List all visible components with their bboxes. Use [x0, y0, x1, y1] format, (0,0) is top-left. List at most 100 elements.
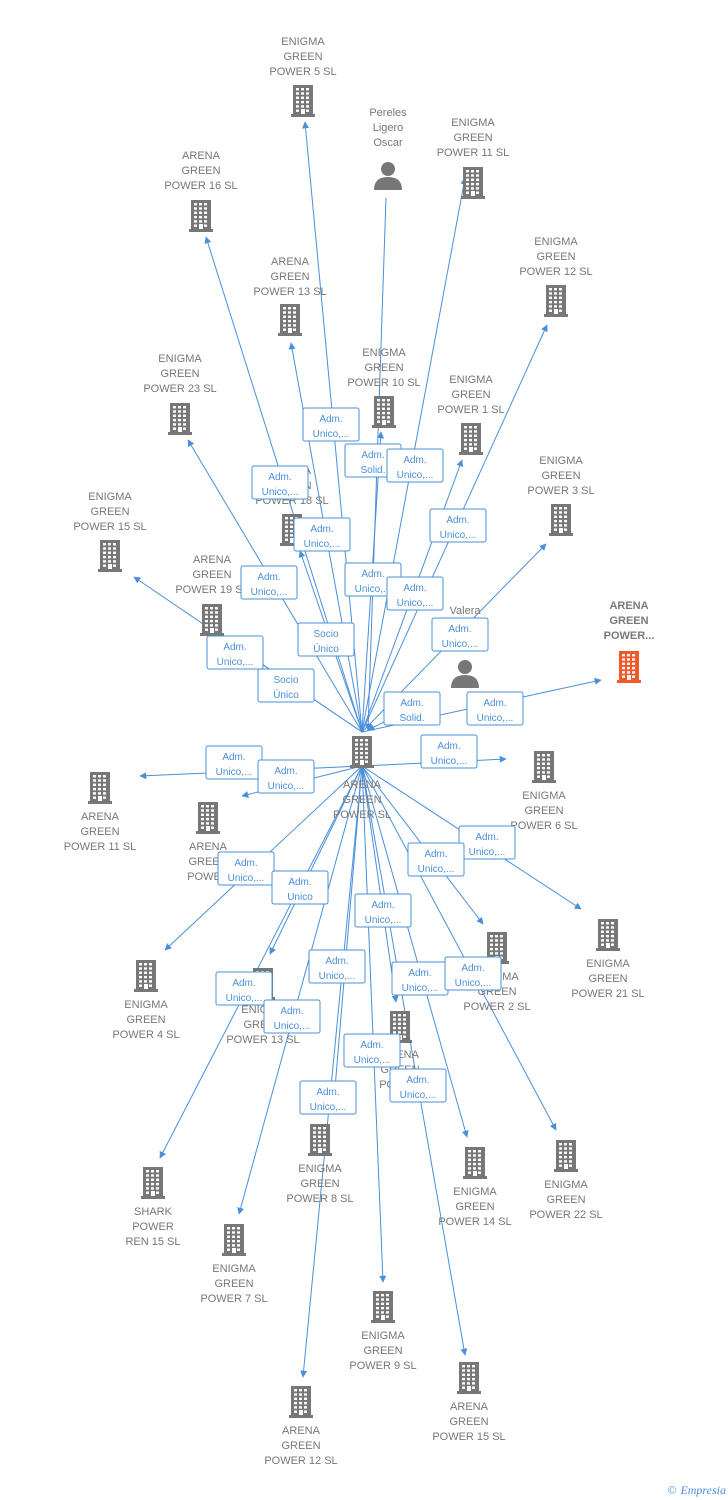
svg-text:Adm.: Adm.	[437, 741, 460, 752]
svg-text:Adm.: Adm.	[483, 698, 506, 709]
svg-text:Unico,...: Unico,...	[228, 873, 265, 884]
building-icon	[617, 651, 641, 683]
edge-label-ag_x[interactable]: Adm.Unico,...	[257, 759, 315, 794]
edge-label-eg2[interactable]: Adm.Unico,...	[407, 842, 465, 877]
building-icon	[308, 1124, 332, 1156]
edge-label-shark15[interactable]: Adm.Unico,...	[215, 971, 273, 1006]
edge-label-eg8[interactable]: Adm.Unico,...	[308, 949, 366, 984]
edge-label-eg14[interactable]: Adm.Unico,...	[391, 961, 449, 996]
edge-label-eg21[interactable]: Adm.Unico,...	[458, 825, 516, 860]
svg-text:Socio: Socio	[273, 675, 298, 686]
node-valera[interactable]: Valera	[450, 605, 482, 688]
svg-text:Unico,...: Unico,...	[455, 978, 492, 989]
svg-text:Adm.: Adm.	[446, 515, 469, 526]
edge-label-eg22[interactable]: Adm.Unico,...	[444, 956, 502, 991]
svg-text:Adm.: Adm.	[223, 642, 246, 653]
edge-label-ag13[interactable]: Adm.Unico,...	[293, 517, 351, 552]
svg-text:Adm.: Adm.	[234, 858, 257, 869]
edge-label-ag15[interactable]: Adm.Unico,...	[389, 1068, 447, 1103]
svg-text:Unico,...: Unico,...	[262, 487, 299, 498]
edge-label-ag_y[interactable]: Adm.Unico,...	[354, 893, 412, 928]
building-icon	[350, 736, 374, 768]
edge-label-eg13[interactable]: Adm. Unico	[271, 870, 329, 905]
svg-text:Unico,...: Unico,...	[442, 639, 479, 650]
svg-text:Adm.: Adm.	[360, 1040, 383, 1051]
building-icon	[278, 304, 302, 336]
edge-label-eg5[interactable]: Adm.Unico,...	[302, 407, 360, 442]
building-icon	[549, 504, 573, 536]
building-icon	[372, 396, 396, 428]
svg-text:Unico,...: Unico,...	[274, 1021, 311, 1032]
edge-label-eg1[interactable]: Adm.Unico,...	[386, 576, 444, 611]
building-icon	[461, 167, 485, 199]
building-icon	[134, 960, 158, 992]
svg-text:Adm.: Adm.	[268, 472, 291, 483]
edge-label-eg15[interactable]: Adm.Unico,...	[206, 635, 264, 670]
edge-label-eg6[interactable]: Adm.Unico,...	[420, 734, 478, 769]
brand-footer[interactable]: ©Empresia	[667, 1483, 726, 1498]
edge-label-eg12[interactable]: Adm.Unico,...	[429, 508, 487, 543]
svg-text:Unico,...: Unico,...	[477, 713, 514, 724]
svg-text:Unico,...: Unico,...	[469, 847, 506, 858]
svg-text:Unico: Unico	[287, 892, 313, 903]
edge-label-agpower[interactable]: Adm. Unico,...	[466, 691, 524, 726]
edge-label-eg9[interactable]: Adm.Unico,...	[343, 1033, 401, 1068]
edge-label-eg11[interactable]: Adm.Unico,...	[386, 448, 444, 483]
edge-label-ag11[interactable]: Adm.Unico,...	[205, 745, 263, 780]
edge-label-ag19[interactable]: Adm.Unico,...	[240, 565, 298, 600]
edge-label-eg7[interactable]: Adm.Unico,...	[263, 999, 321, 1034]
edge-label-eg4[interactable]: Adm. Unico,...	[217, 851, 275, 886]
svg-text:Adm.: Adm.	[288, 877, 311, 888]
svg-text:Adm.: Adm.	[403, 455, 426, 466]
edge-label-ag12[interactable]: Adm.Unico,...	[299, 1080, 357, 1115]
edge-shark15	[159, 765, 363, 1159]
edge-label-valera[interactable]: Adm.Solid.	[383, 691, 441, 726]
edge-label-eg3[interactable]: Adm.Unico,...	[431, 617, 489, 652]
svg-text:Único: Único	[313, 642, 339, 655]
person-icon	[451, 660, 479, 688]
building-icon	[189, 200, 213, 232]
edge-eg14	[361, 765, 469, 1138]
edge-label-ag16[interactable]: Adm. Unico,...	[251, 465, 309, 500]
